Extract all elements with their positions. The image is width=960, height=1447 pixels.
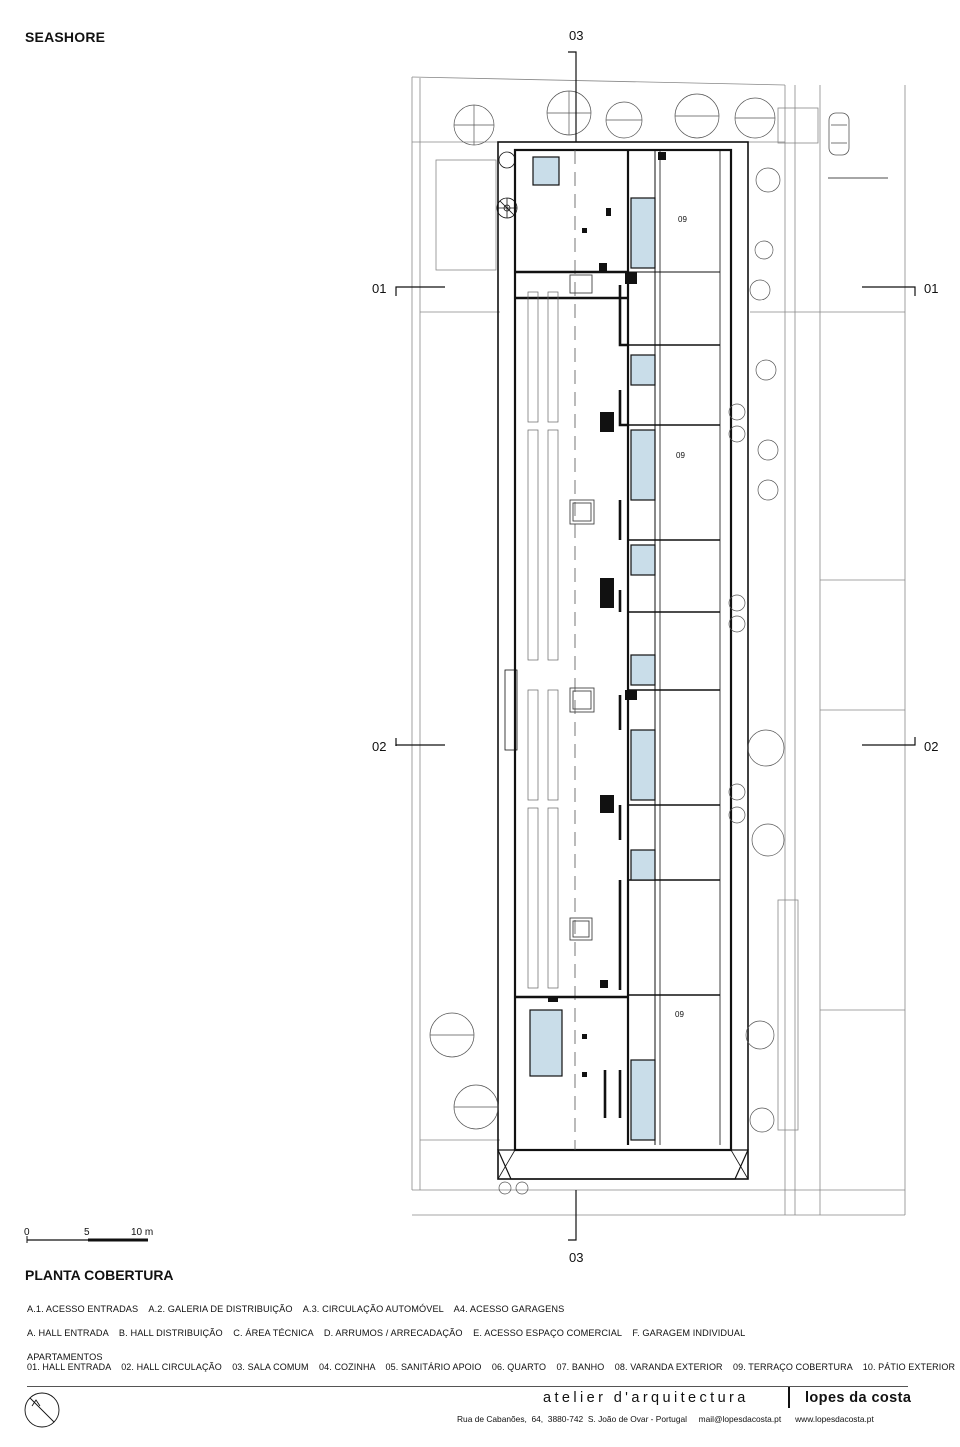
- car-icon: [828, 112, 850, 156]
- section-label-right-lower: 02: [924, 739, 939, 754]
- section-label-right-upper: 01: [924, 281, 939, 296]
- scale-label-0: 0: [24, 1227, 30, 1238]
- skylights: [569, 274, 595, 941]
- scale-bar: [26, 1236, 148, 1243]
- room-label-terrace-2: 09: [676, 451, 685, 460]
- scale-label-10: 10 m: [131, 1227, 154, 1238]
- section-label-left-lower: 02: [372, 739, 387, 754]
- section-label-bottom: 03: [569, 1250, 584, 1265]
- pools: [529, 156, 656, 1141]
- entry-walls: [515, 285, 628, 1118]
- room-label-terrace-3: 09: [675, 1010, 684, 1019]
- section-markers: [395, 51, 916, 1241]
- scale-label-5: 5: [84, 1227, 90, 1238]
- contact-address: Rua de Cabanões, 64, 3880-742 S. João de…: [457, 1414, 874, 1424]
- section-label-top: 03: [569, 28, 584, 43]
- internal-walls: [515, 150, 721, 1145]
- room-label-terrace-1: 09: [678, 215, 687, 224]
- north-arrow-icon: [24, 1392, 60, 1428]
- building-outline: [497, 141, 749, 1180]
- footer-divider: [27, 1386, 908, 1387]
- brand-separator: [788, 1387, 790, 1408]
- legend-line-3: 01. HALL ENTRADA 02. HALL CIRCULAÇÃO 03.…: [27, 1362, 956, 1372]
- trees: [429, 90, 785, 1195]
- columns: [548, 152, 666, 1077]
- site-outline: [411, 76, 906, 1216]
- legend-heading-apartments: APARTAMENTOS: [27, 1352, 103, 1362]
- legend-line-2: A. HALL ENTRADA B. HALL DISTRIBUIÇÃO C. …: [27, 1328, 746, 1338]
- spiral-stair: [496, 151, 518, 219]
- brand-name: lopes da costa: [805, 1390, 912, 1406]
- legend-line-1: A.1. ACESSO ENTRADAS A.2. GALERIA DE DIS…: [27, 1304, 565, 1314]
- plan-title: PLANTA COBERTURA: [25, 1267, 174, 1283]
- project-title: SEASHORE: [25, 29, 106, 45]
- section-label-left-upper: 01: [372, 281, 387, 296]
- parking-bays: [527, 291, 559, 989]
- atelier-name: atelier d'arquitectura: [543, 1390, 749, 1406]
